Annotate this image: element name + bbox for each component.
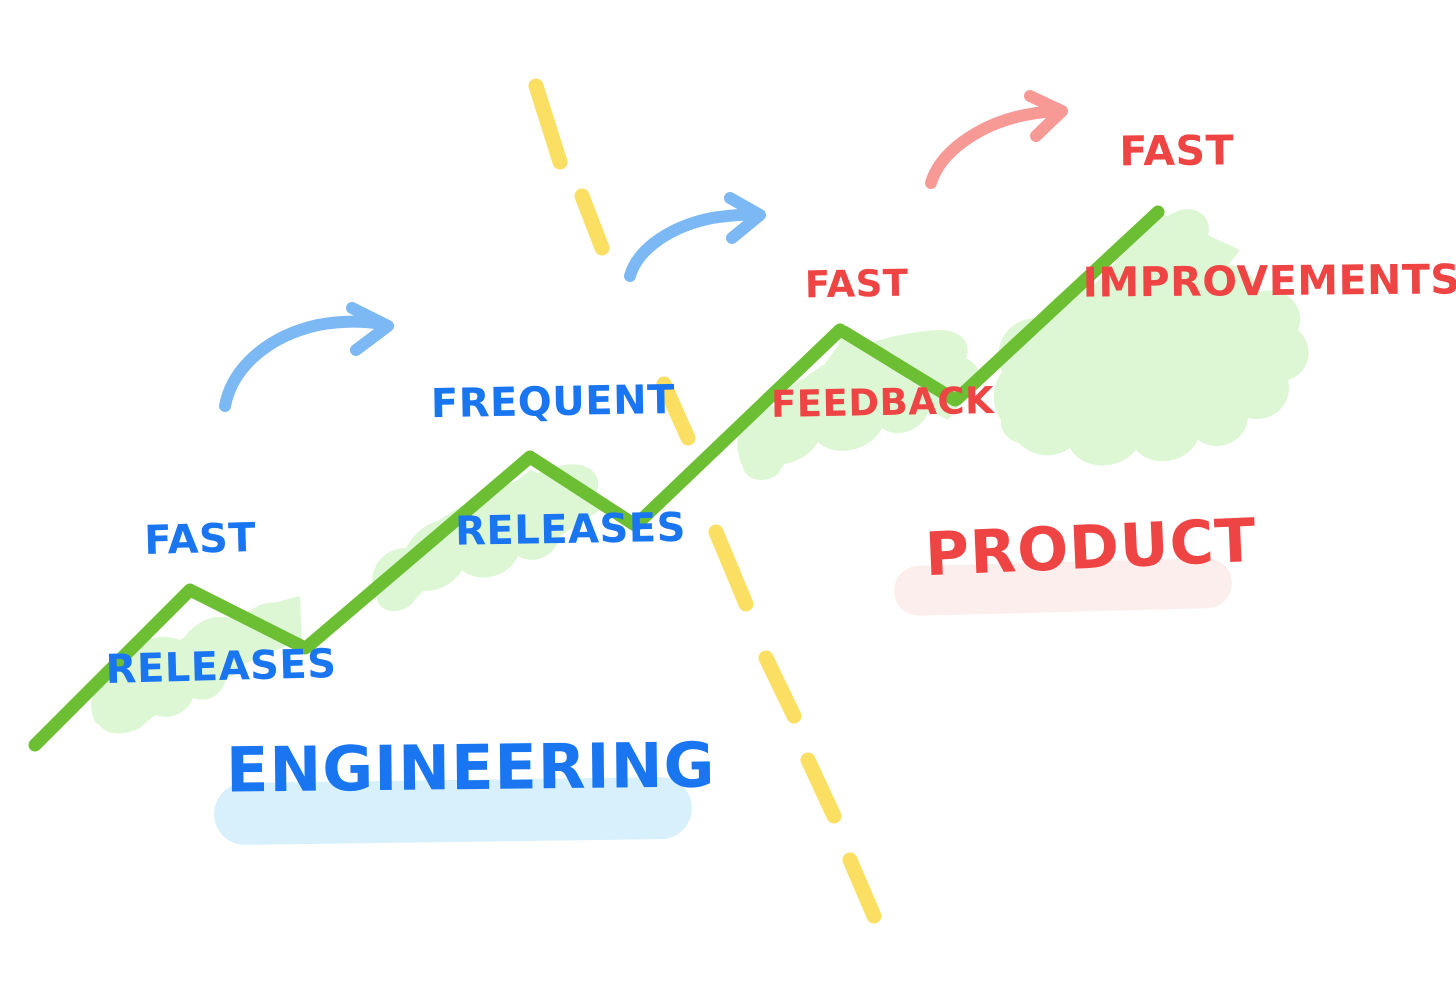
green-area-fill — [91, 209, 1309, 734]
label-product: PRODUCT — [923, 505, 1259, 591]
dash-1 — [528, 78, 568, 170]
dash-6 — [800, 752, 842, 824]
label-frequent-releases-line1: FREQUENT — [430, 376, 676, 427]
red-curved-arrow-right — [925, 90, 1068, 189]
dash-7 — [842, 852, 882, 924]
label-fast-releases-line1: FAST — [143, 514, 257, 564]
label-fast-improvements-line2: IMPROVEMENTS — [1082, 255, 1456, 307]
dash-3 — [656, 376, 696, 446]
dash-4 — [708, 524, 754, 612]
label-fast-releases-line2: RELEASES — [105, 640, 338, 693]
label-fast-releases: FAST RELEASES — [100, 434, 339, 772]
label-fast-feedback-line2: FEEDBACK — [770, 378, 995, 426]
yellow-dashed-divider — [528, 78, 882, 924]
label-fast-improvements: FAST IMPROVEMENTS — [1081, 44, 1456, 388]
label-frequent-releases-line2: RELEASES — [454, 504, 687, 555]
label-fast-improvements-line1: FAST — [1119, 125, 1235, 175]
label-fast-feedback-line1: FAST — [804, 261, 909, 307]
label-frequent-releases: FREQUENT RELEASES — [429, 298, 688, 635]
label-fast-feedback: FAST FEEDBACK — [767, 188, 996, 499]
green-trend-line — [28, 205, 1165, 752]
blue-curved-arrow-middle — [624, 192, 766, 282]
blue-curved-arrow-left — [219, 302, 394, 412]
label-engineering: ENGINEERING — [225, 728, 716, 807]
dash-5 — [758, 650, 802, 724]
dash-2 — [574, 188, 610, 256]
